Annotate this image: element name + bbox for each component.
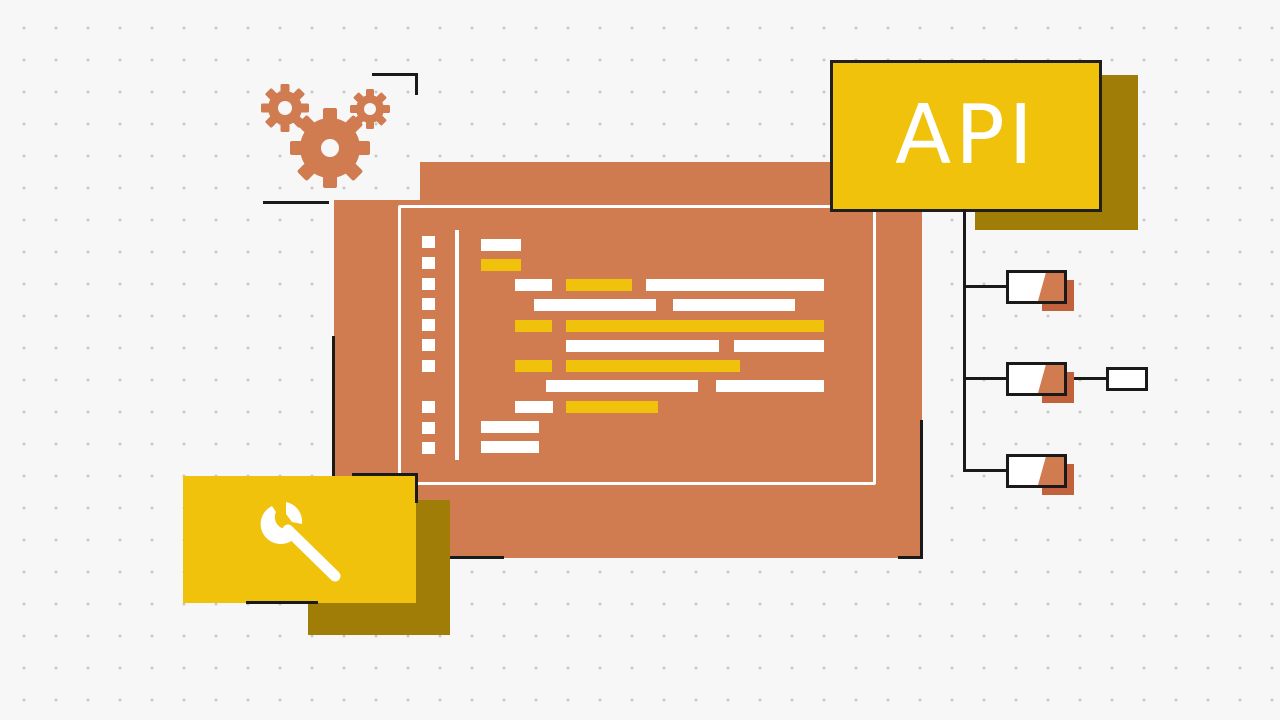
tree-branch-3 (963, 469, 1007, 472)
corner-bracket-top-vertical (415, 73, 418, 95)
corner-bracket-left (263, 201, 329, 204)
api-box: API (830, 60, 1102, 212)
editor-bracket-left (332, 336, 335, 476)
tree-branch-2 (963, 377, 1007, 380)
gears-icon (261, 84, 390, 188)
code-lines (0, 0, 824, 453)
code-gutter-divider (455, 230, 459, 460)
tree-branch-1 (963, 285, 1007, 288)
tree-leaf-node (1106, 367, 1148, 391)
tool-card-bracket-right (415, 473, 418, 503)
tool-card-bracket-bottom (246, 601, 318, 604)
tree-node-3 (1006, 454, 1067, 488)
wrench-icon (260, 502, 341, 582)
tree-trunk (963, 209, 966, 471)
code-panel (398, 205, 876, 485)
corner-bracket-top (372, 73, 418, 76)
editor-bracket-right (920, 420, 923, 559)
tree-node-1 (1006, 270, 1067, 304)
editor-bracket-bottom-right (898, 556, 923, 559)
api-label: API (895, 88, 1037, 183)
code-gutter (422, 236, 436, 458)
tree-node-2 (1006, 362, 1067, 396)
tool-card-bracket-top (352, 473, 418, 476)
tree-branch-2-extension (1064, 377, 1108, 380)
